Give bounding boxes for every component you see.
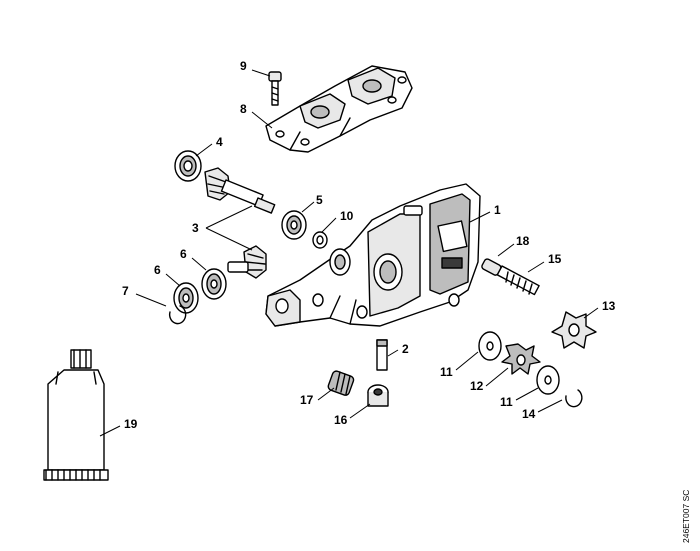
callout-14: 14 bbox=[522, 407, 536, 421]
callout-12: 12 bbox=[470, 379, 484, 393]
part-8-clamp-cover bbox=[265, 65, 413, 153]
part-3-bevel-gear-shaft-lower bbox=[227, 245, 267, 279]
callout-5: 5 bbox=[316, 193, 323, 207]
drawing-code-label: 246ET007 SC bbox=[681, 490, 691, 543]
callout-11a: 11 bbox=[440, 365, 453, 379]
part-7-circlip bbox=[168, 305, 187, 325]
part-3-bevel-gear-shaft-upper bbox=[204, 167, 276, 214]
part-11-washer-a bbox=[478, 331, 502, 361]
part-12-sprocket bbox=[501, 343, 541, 375]
part-9-screw bbox=[268, 71, 282, 106]
callout-13: 13 bbox=[602, 299, 616, 313]
callout-16: 16 bbox=[334, 413, 348, 427]
callout-15: 15 bbox=[548, 252, 562, 266]
callout-9: 9 bbox=[240, 59, 247, 73]
callout-19: 19 bbox=[124, 417, 138, 431]
callout-3: 3 bbox=[192, 221, 199, 235]
callout-18: 18 bbox=[516, 234, 530, 248]
part-4-ball-bearing bbox=[174, 150, 202, 182]
callout-6a: 6 bbox=[180, 247, 187, 261]
part-2-pin bbox=[376, 339, 388, 371]
drawing-code-text: 246ET007 SC bbox=[681, 490, 691, 543]
part-1-gear-housing bbox=[265, 183, 481, 327]
callout-7: 7 bbox=[122, 284, 129, 298]
part-5-ball-bearing bbox=[281, 210, 307, 240]
callout-4: 4 bbox=[216, 135, 223, 149]
part-6-ball-bearing-a bbox=[201, 268, 227, 300]
callouts: 9 8 4 5 10 3 6 6 7 1 18 15 13 2 17 16 11… bbox=[122, 59, 616, 431]
part-17-needle-cage bbox=[327, 370, 355, 396]
callout-8: 8 bbox=[240, 102, 247, 116]
part-14-circlip bbox=[565, 389, 583, 408]
part-6-ball-bearing-b bbox=[173, 282, 199, 314]
callout-1: 1 bbox=[494, 203, 501, 217]
part-19-grease-tube bbox=[43, 349, 109, 481]
callout-17: 17 bbox=[300, 393, 314, 407]
callout-11b: 11 bbox=[500, 395, 513, 409]
part-13-sprocket bbox=[551, 311, 597, 349]
part-11-washer-b bbox=[536, 365, 560, 395]
leader-lines bbox=[99, 69, 599, 437]
callout-10: 10 bbox=[340, 209, 354, 223]
callout-2: 2 bbox=[402, 342, 409, 356]
callout-6b: 6 bbox=[154, 263, 161, 277]
part-15-stud bbox=[496, 265, 540, 296]
part-16-sleeve bbox=[367, 384, 389, 407]
part-10-ring bbox=[312, 231, 328, 249]
